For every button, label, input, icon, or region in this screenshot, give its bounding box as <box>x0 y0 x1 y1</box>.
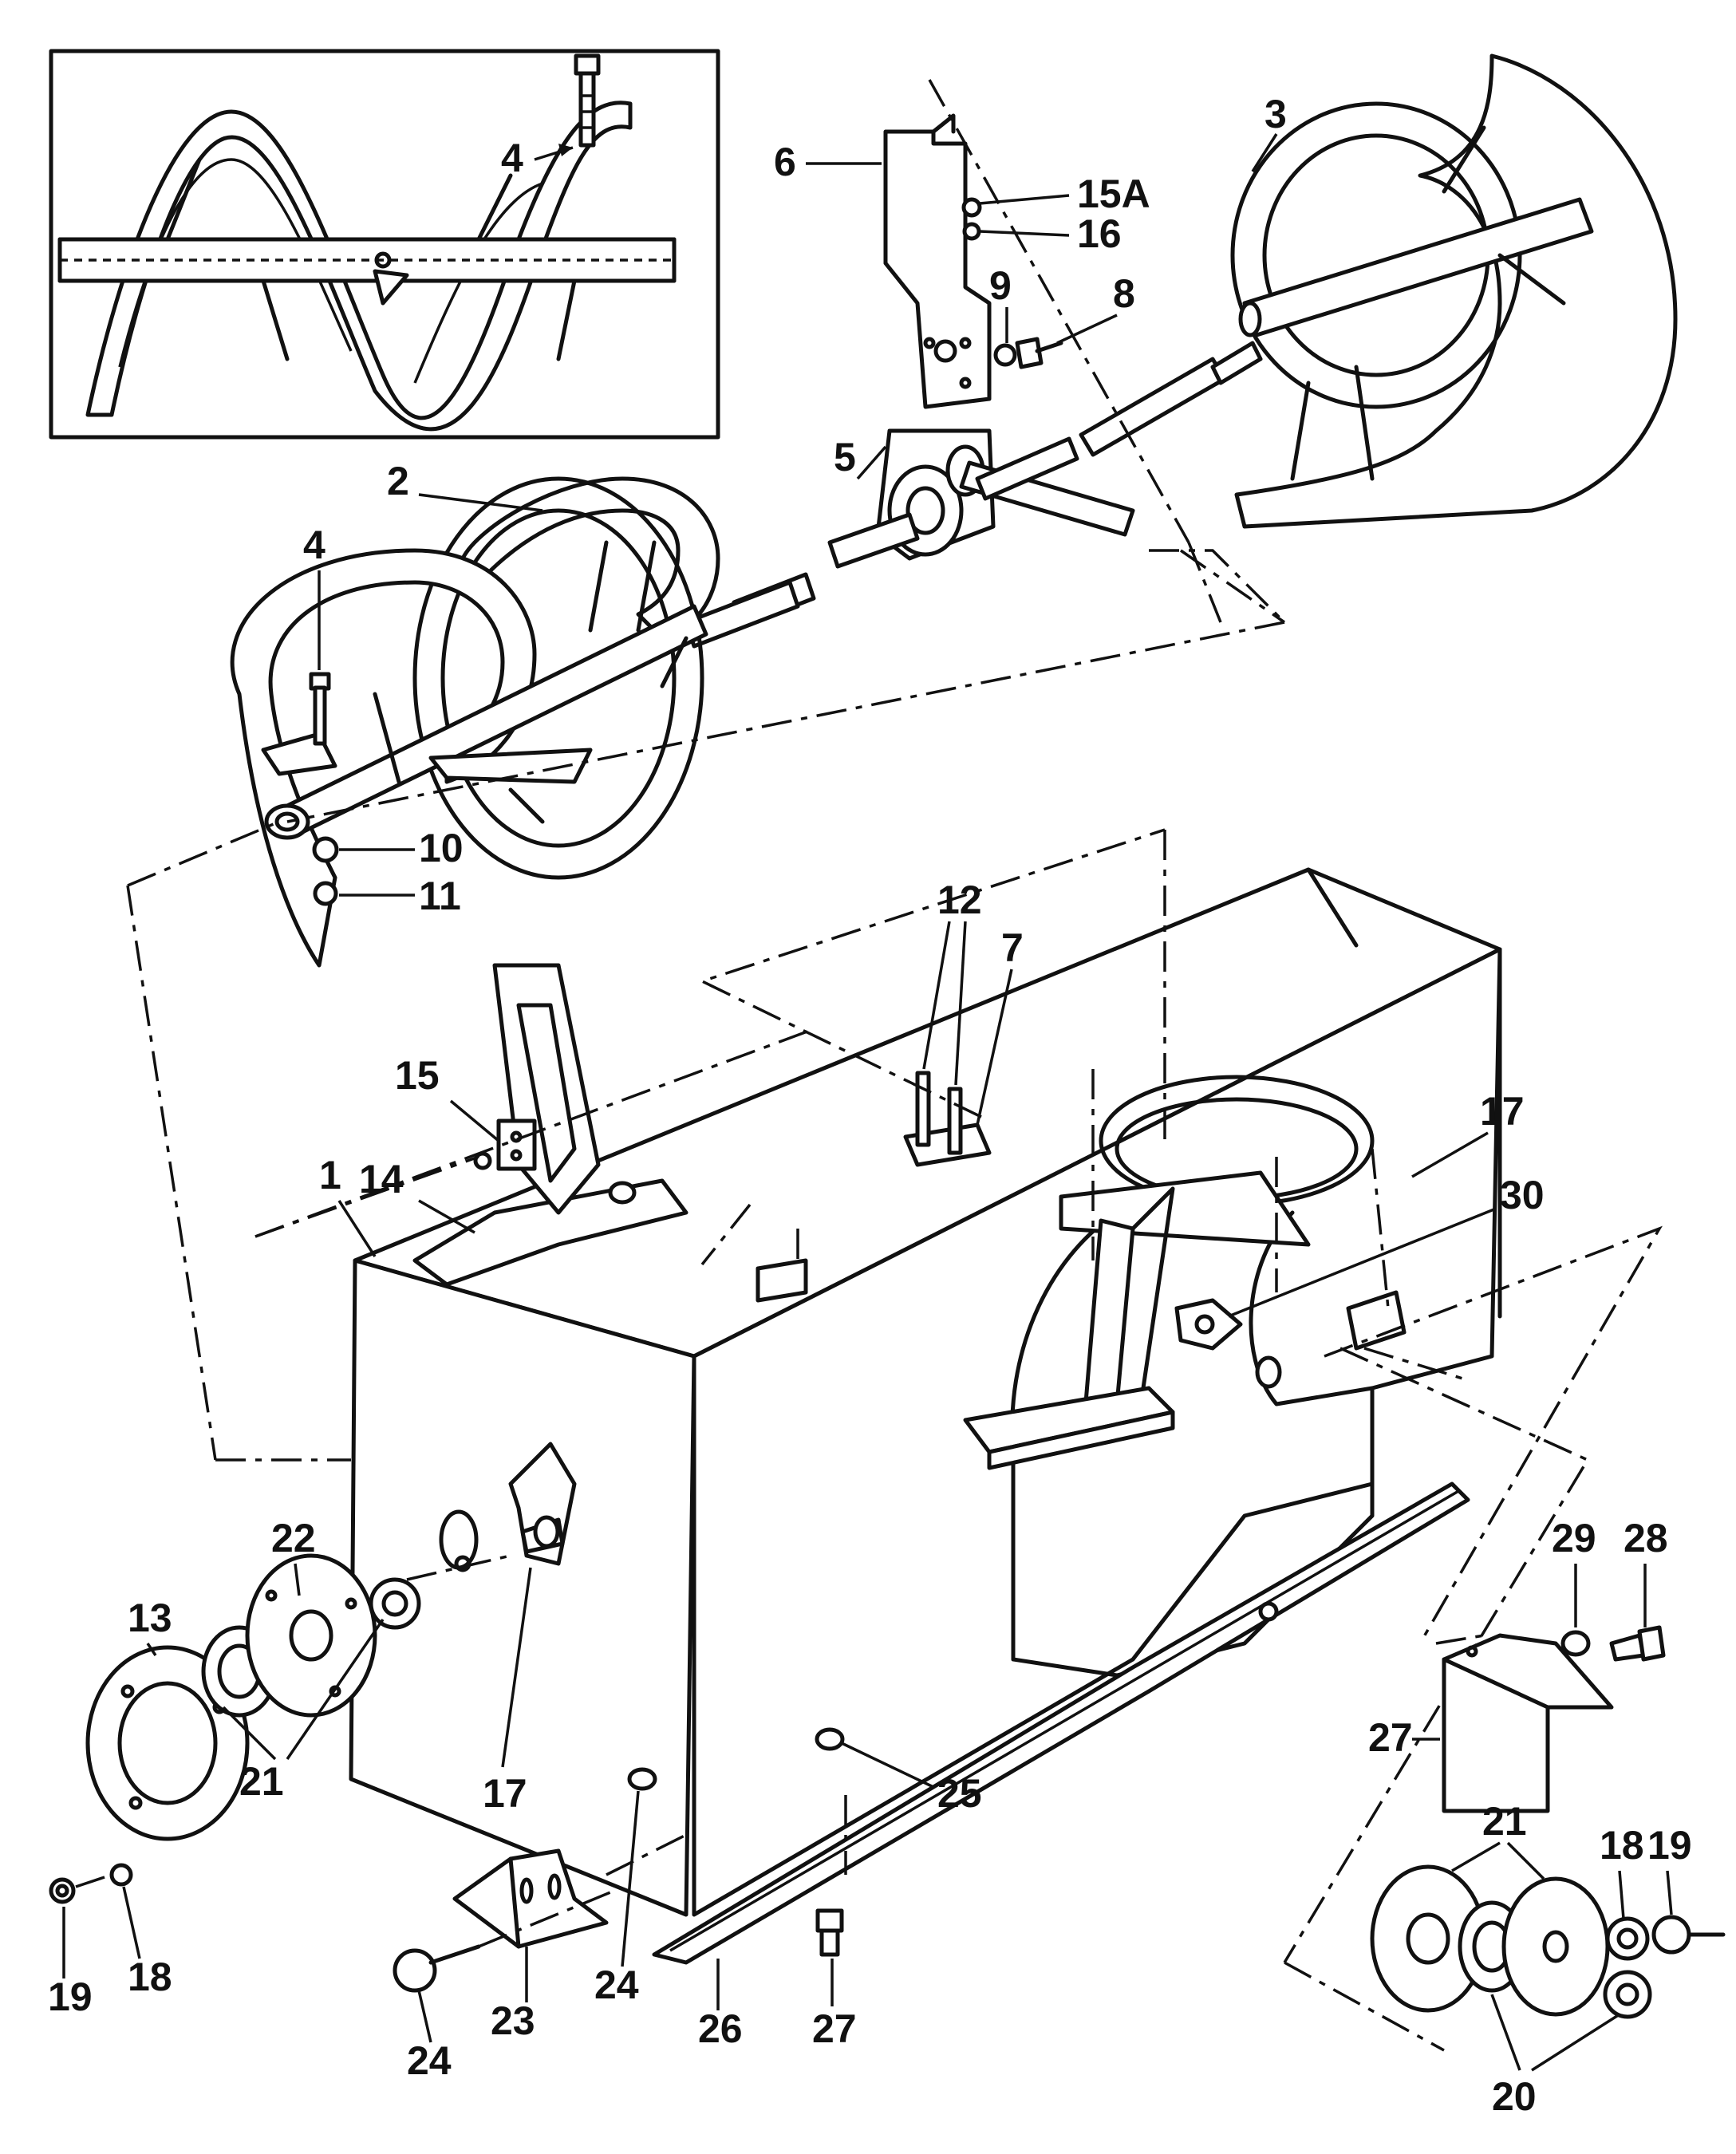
right-bearing-assembly <box>1370 1864 1726 2019</box>
callout-26: 27 <box>812 2006 857 2051</box>
callout-12: 12 <box>937 878 982 922</box>
callout-21a: 22 <box>271 1516 316 1560</box>
callout-16: 13 <box>128 1596 172 1640</box>
left-bearing-assembly <box>49 1442 577 1904</box>
callout-11: 7 <box>1001 925 1024 970</box>
callout-18a: 18 <box>128 1955 172 1999</box>
callout-9: 8 <box>1113 271 1135 316</box>
callout-24b: 25 <box>937 1771 982 1816</box>
callout-13: 15A <box>1077 172 1150 216</box>
callout-30: 30 <box>1500 1173 1545 1217</box>
gearbox <box>684 341 1263 649</box>
callout-29-label: 29 <box>1552 1516 1596 1560</box>
assembly-guide-lines <box>126 79 1663 2052</box>
callout-28: 28 <box>1624 1516 1668 1560</box>
callout-27-label: 27 <box>1368 1715 1413 1760</box>
callout-18b: 18 <box>1600 1823 1644 1868</box>
callout-19b: 19 <box>1647 1823 1692 1868</box>
callout-25: 26 <box>698 2006 743 2051</box>
right-side-cover <box>1442 1625 1666 1813</box>
mounting-bracket <box>883 113 992 409</box>
callout-4: 4 <box>303 523 326 567</box>
callout-14: 16 <box>1077 211 1122 256</box>
callout-19a: 19 <box>48 1974 93 2019</box>
callout-21b: 21 <box>1482 1799 1527 1844</box>
callout-6: 11 <box>419 874 461 918</box>
callout-4-inset: 4 <box>501 136 523 180</box>
callout-10: 9 <box>989 263 1012 308</box>
callout-20a: 21 <box>239 1759 284 1804</box>
callout-17a: 17 <box>483 1771 527 1816</box>
auger-detail-inset: 4 <box>49 49 720 440</box>
callout-1: 1 <box>319 1153 341 1197</box>
callout-5: 10 <box>419 826 464 870</box>
callout-2: 2 <box>387 459 409 503</box>
front-skid <box>393 1727 845 1993</box>
callout-20b: 20 <box>1492 2074 1537 2119</box>
right-auger <box>1230 53 1678 529</box>
callout-8: 6 <box>774 140 796 184</box>
callout-15a: 15 <box>395 1053 440 1098</box>
callout-24a: 24 <box>594 1963 639 2007</box>
callout-17b: 17 <box>1480 1089 1525 1134</box>
left-auger <box>230 476 720 968</box>
callout-3: 3 <box>1265 92 1287 136</box>
callout-7: 5 <box>834 435 856 479</box>
callout-23: 24 <box>407 2038 452 2083</box>
auger-housing <box>349 867 1502 1965</box>
callout-22: 23 <box>491 1998 535 2043</box>
